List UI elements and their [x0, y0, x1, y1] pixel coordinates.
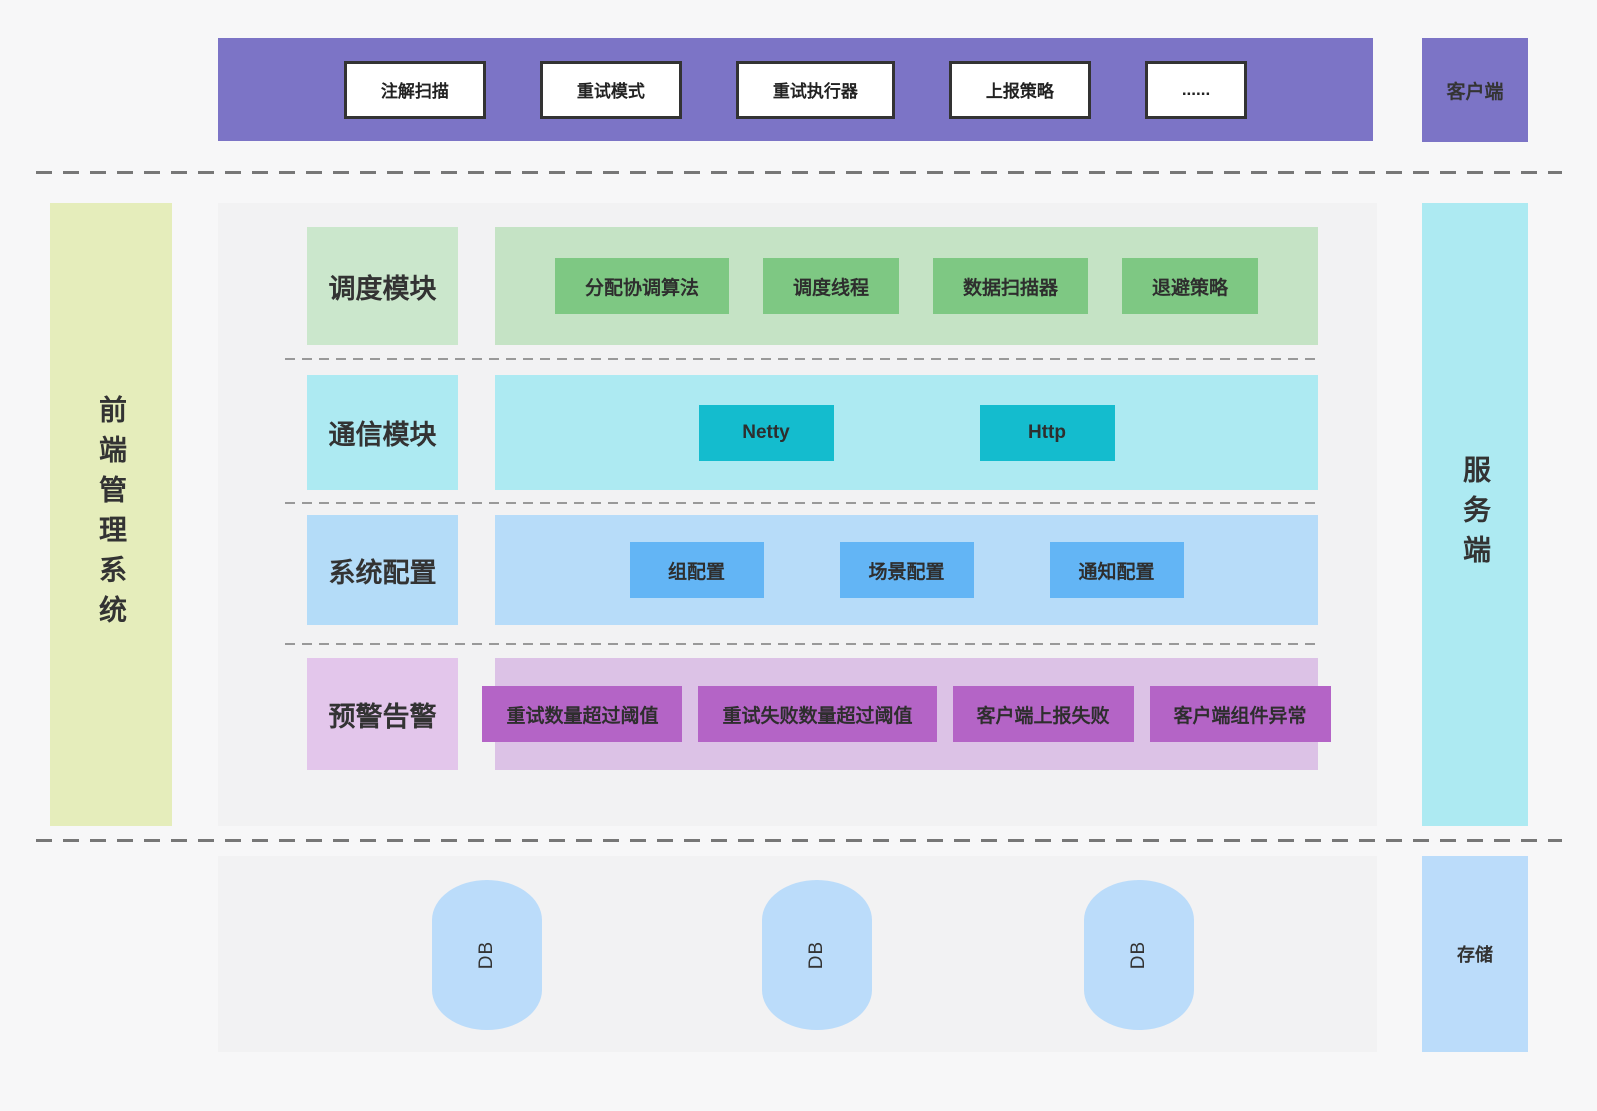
alert-warning-container: 重试数量超过阈值 重试失败数量超过阈值 客户端上报失败 客户端组件异常 [482, 658, 1331, 770]
node-netty: Netty [698, 404, 834, 461]
server-side-label: 服务端 [1460, 454, 1491, 575]
server-panel: 调度模块 分配协调算法 调度线程 数据扫描器 退避策略 通信模块 Netty H… [218, 203, 1377, 826]
node-notify-config: 通知配置 [1049, 542, 1184, 598]
frontend-management-bar: 前端管理系统 [50, 203, 172, 826]
node-report-strategy: 上报策略 [948, 60, 1091, 119]
dashed-separator-3 [285, 643, 1320, 645]
system-config-container: 组配置 场景配置 通知配置 [495, 515, 1318, 625]
db-cylinder-2: DB [762, 880, 872, 1030]
db-label-1: DB [476, 940, 497, 970]
node-annotation-scan: 注解扫描 [343, 60, 486, 119]
storage-side-label: 存储 [1422, 856, 1528, 1052]
node-client-report-fail: 客户端上报失败 [952, 686, 1134, 742]
node-group-config: 组配置 [629, 542, 764, 598]
node-retry-count-threshold: 重试数量超过阈值 [482, 686, 683, 742]
node-retry-mode: 重试模式 [539, 60, 682, 119]
communication-module-label: 通信模块 [307, 375, 458, 490]
db-label-2: DB [806, 940, 827, 970]
db-cylinder-3: DB [1084, 880, 1194, 1030]
dashed-divider-bottom [36, 839, 1562, 842]
storage-panel: DB DB DB [218, 856, 1377, 1052]
communication-module-container: Netty Http [495, 375, 1318, 490]
db-cylinder-1: DB [432, 880, 542, 1030]
node-data-scanner: 数据扫描器 [933, 258, 1089, 314]
db-label-3: DB [1128, 940, 1149, 970]
node-ellipsis: ...... [1144, 60, 1248, 119]
node-client-component-error: 客户端组件异常 [1149, 686, 1331, 742]
node-http: Http [979, 404, 1115, 461]
system-config-label: 系统配置 [307, 515, 458, 625]
alert-warning-label: 预警告警 [307, 658, 458, 770]
node-allocation-algorithm: 分配协调算法 [554, 258, 729, 314]
dashed-divider-top [36, 171, 1562, 174]
node-retry-fail-threshold: 重试失败数量超过阈值 [698, 686, 937, 742]
node-backoff-strategy: 退避策略 [1122, 258, 1259, 314]
server-side-bar: 服务端 [1422, 203, 1528, 826]
scheduler-module-container: 分配协调算法 调度线程 数据扫描器 退避策略 [495, 227, 1318, 345]
dashed-separator-2 [285, 502, 1320, 504]
frontend-management-label: 前端管理系统 [96, 394, 127, 635]
node-retry-executor: 重试执行器 [735, 60, 895, 119]
node-scene-config: 场景配置 [839, 542, 974, 598]
client-layer-bar: 注解扫描 重试模式 重试执行器 上报策略 ...... [218, 38, 1373, 141]
node-scheduler-thread: 调度线程 [762, 258, 899, 314]
client-side-label: 客户端 [1422, 38, 1528, 142]
dashed-separator-1 [285, 358, 1320, 360]
scheduler-module-label: 调度模块 [307, 227, 458, 345]
